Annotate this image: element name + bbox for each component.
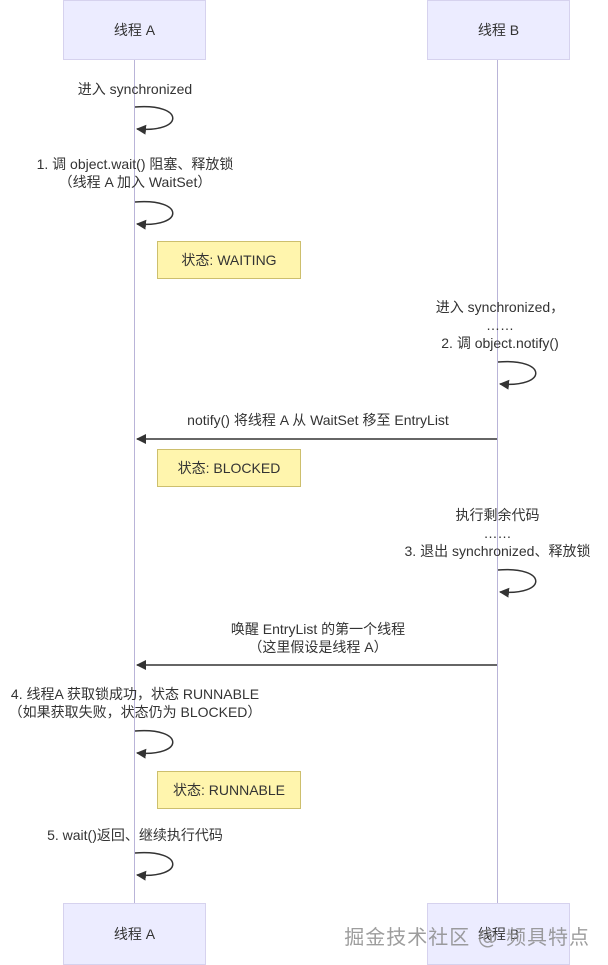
message-text: …… [486, 317, 514, 333]
message-notify-b: 进入 synchronized， …… 2. 调 object.notify() [400, 298, 600, 352]
message-text: 3. 退出 synchronized、释放锁 [404, 543, 591, 559]
message-acquire-a: 4. 线程A 获取锁成功，状态 RUNNABLE （如果获取失败，状态仍为 BL… [0, 685, 270, 721]
note-text: 状态: WAITING [181, 252, 277, 268]
message-text: （这里假设是线程 A） [248, 639, 388, 655]
participant-label: 线程 A [113, 22, 156, 38]
message-enter-sync-a: 进入 synchronized [35, 80, 235, 98]
participant-thread-b-top: 线程 B [427, 0, 570, 60]
note-state-runnable: 状态: RUNNABLE [157, 771, 301, 809]
message-text: 2. 调 object.notify() [441, 335, 559, 351]
message-wait-a: 1. 调 object.wait() 阻塞、释放锁 （线程 A 加入 WaitS… [15, 155, 255, 191]
message-text: 5. wait()返回、继续执行代码 [47, 827, 223, 843]
message-return-a: 5. wait()返回、继续执行代码 [25, 826, 245, 844]
note-state-blocked: 状态: BLOCKED [157, 449, 301, 487]
message-text: 进入 synchronized， [435, 299, 565, 315]
message-text: 1. 调 object.wait() 阻塞、释放锁 [36, 156, 234, 172]
participant-label: 线程 B [477, 926, 520, 942]
lifeline-thread-a [134, 60, 135, 903]
self-arrow-return-a [134, 851, 174, 881]
message-notify-to-a: notify() 将线程 A 从 WaitSet 移至 EntryList [148, 411, 488, 429]
message-text: 唤醒 EntryList 的第一个线程 [230, 621, 406, 637]
note-state-waiting: 状态: WAITING [157, 241, 301, 279]
note-text: 状态: BLOCKED [177, 460, 281, 476]
message-text: 执行剩余代码 [455, 507, 540, 523]
lifeline-thread-b [497, 60, 498, 903]
self-arrow-wait-a [134, 200, 174, 230]
participant-label: 线程 A [113, 926, 156, 942]
participant-thread-a-top: 线程 A [63, 0, 206, 60]
self-arrow-acquire-a [134, 729, 174, 759]
message-text: （如果获取失败，状态仍为 BLOCKED） [8, 704, 262, 720]
message-text: 4. 线程A 获取锁成功，状态 RUNNABLE [10, 686, 260, 702]
message-text: notify() 将线程 A 从 WaitSet 移至 EntryList [187, 412, 449, 428]
message-text: …… [483, 525, 512, 541]
note-text: 状态: RUNNABLE [172, 782, 286, 798]
self-arrow-notify-b [497, 360, 537, 390]
watermark: 掘金技术社区 @ 频具特点 [344, 925, 590, 949]
message-text: （线程 A 加入 WaitSet） [58, 174, 212, 190]
self-arrow-enter-sync-a [134, 105, 174, 135]
message-exit-sync-b: 执行剩余代码 …… 3. 退出 synchronized、释放锁 [385, 506, 608, 560]
message-text: 进入 synchronized [77, 81, 193, 97]
self-arrow-exit-sync-b [497, 568, 537, 598]
participant-thread-b-bottom: 线程 B [427, 903, 570, 965]
participant-label: 线程 B [477, 22, 520, 38]
message-wake-to-a: 唤醒 EntryList 的第一个线程 （这里假设是线程 A） [168, 620, 468, 656]
